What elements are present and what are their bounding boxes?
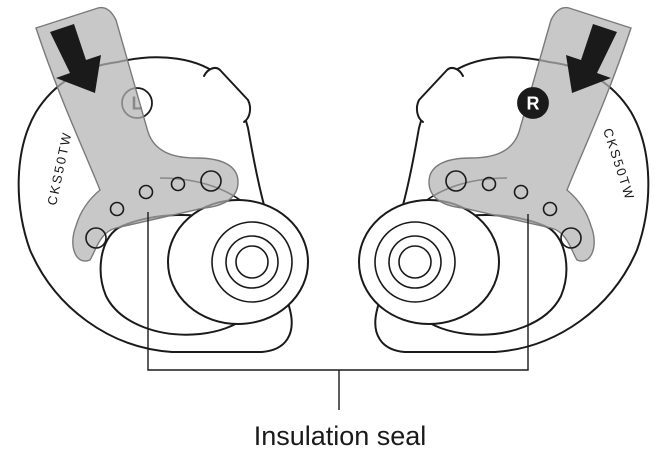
left-earbud: CKS50TW L bbox=[19, 8, 308, 352]
left-ear-tip bbox=[168, 200, 308, 324]
right-side-badge: R bbox=[518, 88, 548, 118]
insulation-seal-caption: Insulation seal bbox=[254, 421, 427, 451]
right-side-badge-label: R bbox=[527, 94, 540, 114]
right-ear-tip bbox=[359, 200, 499, 324]
right-earbud bbox=[359, 8, 648, 352]
